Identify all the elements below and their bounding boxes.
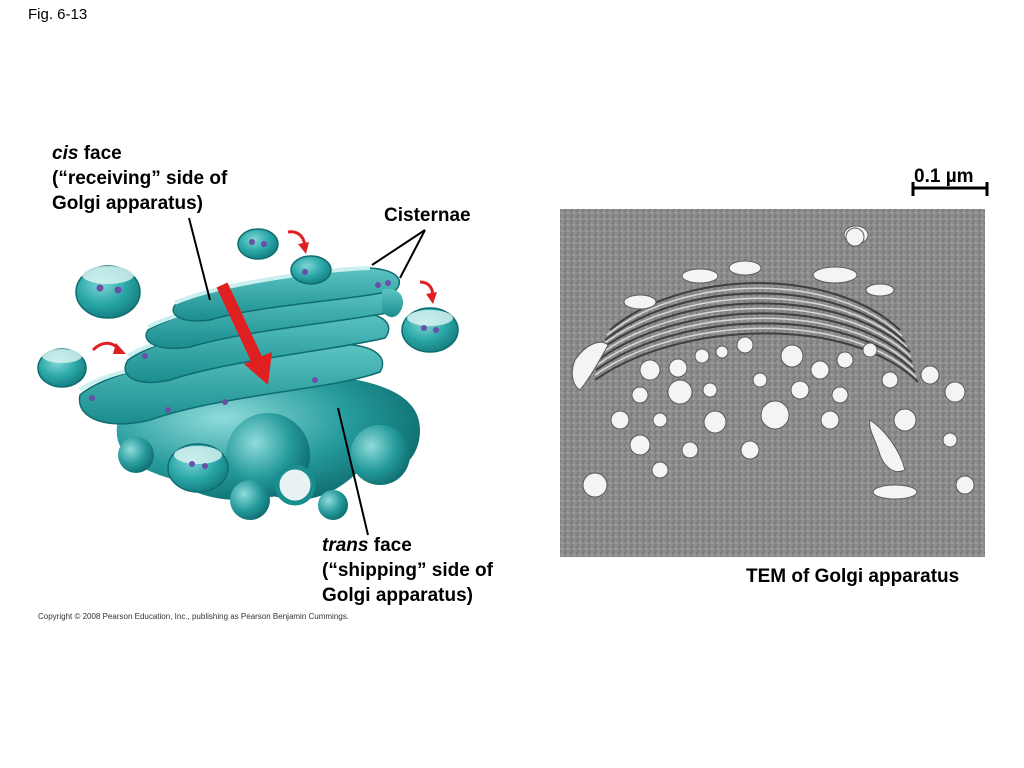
cis-face-word: face <box>78 143 122 164</box>
scale-bar-label: 0.1 µm <box>914 166 974 187</box>
micrograph-caption: TEM of Golgi apparatus <box>746 566 960 587</box>
cis-face-line3: Golgi apparatus) <box>52 193 203 214</box>
cisternae-stack <box>78 266 404 425</box>
trans-term: trans <box>322 535 369 556</box>
direction-arrow <box>216 282 272 385</box>
trans-face-line2: (“shipping” side of <box>322 560 493 581</box>
trans-face-word: face <box>368 535 412 556</box>
scale-bar <box>911 182 989 196</box>
cisternae-label: Cisternae <box>384 205 471 226</box>
vesicle-arrows <box>91 230 437 354</box>
cis-term: cis <box>52 143 79 164</box>
tem-micrograph <box>560 209 985 557</box>
cis-face-label: cis face (“receiving” side of Golgi appa… <box>52 141 227 216</box>
copyright-notice: Copyright © 2008 Pearson Education, Inc.… <box>38 612 349 621</box>
figure-number: Fig. 6-13 <box>28 6 88 23</box>
leader-lines <box>188 217 426 536</box>
transport-vesicles <box>37 228 459 520</box>
trans-face-label: trans face (“shipping” side of Golgi app… <box>322 533 493 608</box>
trans-face-line3: Golgi apparatus) <box>322 585 473 606</box>
cis-face-line2: (“receiving” side of <box>52 168 228 189</box>
